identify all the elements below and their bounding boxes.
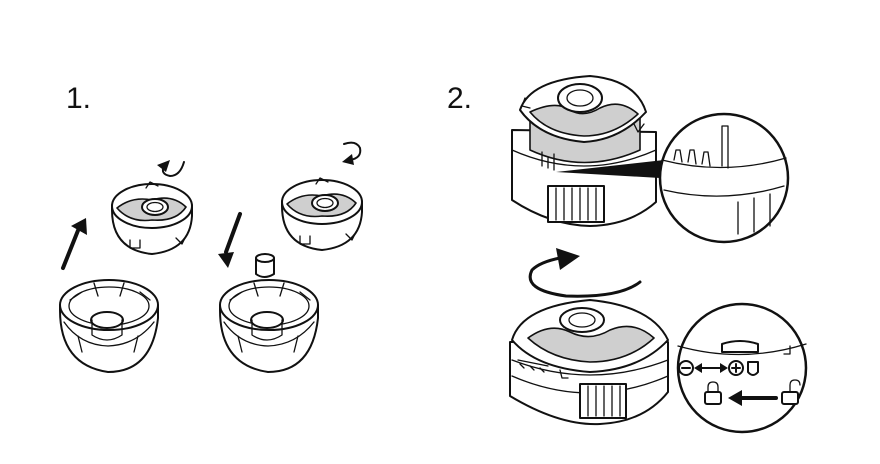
rotate-counterclockwise-icon <box>161 161 185 177</box>
base-bowl-right <box>219 279 319 373</box>
ribbed-window-bottom <box>579 383 627 419</box>
rotate-counterclockwise-arrowhead <box>157 160 170 172</box>
locked-padlock-icon <box>704 381 722 405</box>
base-bowl-left <box>59 279 159 373</box>
zoom-pointer <box>556 160 664 178</box>
drop-icon <box>747 361 759 376</box>
zoom-detail-bottom <box>676 302 808 434</box>
assembled-unit-bottom <box>509 299 669 426</box>
assembled-unit-top <box>511 75 657 227</box>
cap-right <box>281 177 363 251</box>
step-1-number: 1. <box>66 82 92 115</box>
lock-direction-arrow-icon <box>728 390 778 406</box>
unlocked-padlock-icon <box>781 379 801 405</box>
rotate-clockwise-icon <box>343 141 362 161</box>
ribbed-window <box>547 185 605 223</box>
lift-up-arrow-icon <box>61 218 87 270</box>
insert-down-arrow-icon <box>218 212 242 268</box>
direction-arrows-icon <box>694 363 728 373</box>
rotate-clockwise-arrowhead <box>342 154 354 165</box>
plus-icon <box>728 360 744 376</box>
zoom-detail-top <box>658 112 790 244</box>
step-2-number: 2. <box>447 82 473 115</box>
rotate-twist-arrow-icon <box>528 248 642 298</box>
cap-left <box>111 181 193 255</box>
filter-cylinder <box>255 253 275 278</box>
minus-icon <box>678 360 694 376</box>
